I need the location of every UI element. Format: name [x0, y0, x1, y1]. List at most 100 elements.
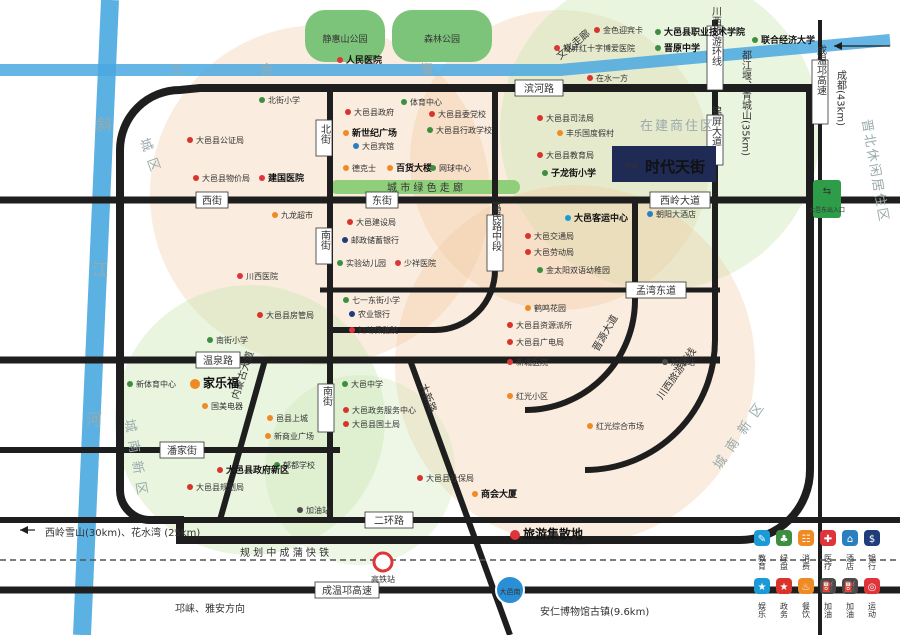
poi-hospital[interactable]: 川西医院	[237, 271, 278, 281]
poi-gov[interactable]: 大邑县资源派所	[507, 320, 572, 330]
road-label-jinjiang: 锦屏大道	[710, 105, 722, 146]
road-label-box-fumin	[486, 214, 504, 272]
poi-label: 大邑县教育局	[546, 150, 594, 160]
poi-gov[interactable]: 金色迎宾卡	[594, 25, 643, 35]
poi-hospital[interactable]: 建国医院	[259, 172, 304, 184]
poi-label: 体育中心	[410, 97, 442, 107]
poi-gov[interactable]: 大邑交通局	[525, 231, 574, 241]
school-icon	[343, 297, 349, 303]
bank-icon	[349, 311, 355, 317]
poi-food[interactable]: 德克士	[343, 163, 376, 173]
poi-gov[interactable]: 大邑县物价局	[193, 173, 250, 183]
poi-shopping[interactable]: 红光小区	[507, 391, 548, 401]
gov-icon	[525, 249, 531, 255]
travel-icon	[510, 530, 520, 540]
river-horizontal	[0, 34, 891, 76]
hospital-icon	[507, 359, 513, 365]
poi-hospital[interactable]: 人民医院	[337, 54, 382, 66]
poi-hospital[interactable]: 新城医院	[507, 357, 548, 367]
highway-badge	[495, 575, 525, 605]
poi-gov[interactable]: 大邑县司法局	[537, 113, 594, 123]
poi-shopping[interactable]: 九龙超市	[272, 210, 313, 220]
poi-shopping[interactable]: 鹤鸣花园	[525, 303, 566, 313]
gas-icon-glyph: ⛽	[822, 580, 834, 593]
poi-gov[interactable]: 大邑县委党校	[429, 109, 486, 119]
poi-school[interactable]: 南街小学	[207, 335, 248, 345]
poi-travel[interactable]: 旅游集散地	[510, 526, 583, 541]
poi-label: 大邑县社保局	[426, 473, 474, 483]
food-icon-glyph: ♨	[802, 582, 811, 593]
food-icon	[343, 165, 349, 171]
poi-gov[interactable]: 大邑县社保局	[417, 473, 474, 483]
poi-gov[interactable]: 大邑县规划局	[187, 482, 244, 492]
poi-label: 商会大厦	[481, 488, 518, 500]
gov-icon	[343, 421, 349, 427]
poi-sport[interactable]: 网球中心	[430, 163, 471, 173]
poi-gov[interactable]: 大邑县政府	[345, 107, 394, 117]
poi-sport[interactable]: 体育中心	[401, 97, 442, 107]
poi-gov[interactable]: 大邑县教育局	[537, 150, 594, 160]
poi-shopping[interactable]: 国美电器	[202, 401, 243, 411]
poi-shopping[interactable]: 商会大厦	[472, 488, 518, 500]
poi-gov[interactable]: 在水一方	[587, 73, 628, 83]
poi-gov[interactable]: 大邑县国土局	[343, 419, 400, 429]
poi-shopping[interactable]: 丰乐国度假村	[557, 128, 614, 138]
poi-shopping[interactable]: 家乐福	[190, 375, 239, 390]
poi-gas[interactable]: 加油站	[662, 357, 695, 367]
poi-school[interactable]: 实验幼儿园	[337, 258, 386, 268]
poi-label: 九龙超市	[281, 210, 313, 220]
poi-hotel[interactable]: 朝阳大酒店	[647, 209, 696, 219]
district-construction: 在建商住区	[640, 119, 715, 134]
poi-hotel[interactable]: 大邑宾馆	[353, 141, 394, 151]
poi-school[interactable]: 大邑中学	[342, 379, 383, 389]
poi-gov[interactable]: 大邑劳动局	[525, 247, 574, 257]
poi-gov[interactable]: 大邑建设局	[347, 217, 396, 227]
legend-label: 运动	[868, 602, 877, 619]
road-label-box-beijie	[315, 119, 333, 157]
direction-duijiang: 都江堰、青城山(35km)	[740, 50, 752, 156]
poi-label: 子龙街小学	[551, 167, 596, 179]
poi-shopping[interactable]: 邑县上城	[267, 414, 308, 423]
poi-gov[interactable]: 大邑县公证局	[187, 135, 244, 145]
poi-label: 邑县上城	[276, 414, 308, 423]
project-name: 时代天街	[645, 158, 705, 176]
poi-bus[interactable]: 大邑客运中心	[565, 212, 628, 224]
poi-gov[interactable]: 大邑县广电局	[507, 337, 564, 347]
poi-school[interactable]: 七一东街小学	[343, 295, 400, 305]
poi-sport[interactable]: 新体育中心	[127, 379, 176, 389]
poi-gov[interactable]: 大邑政务服务中心	[343, 405, 416, 415]
poi-school[interactable]: 大邑县行政学校	[427, 125, 492, 135]
poi-school[interactable]: 联合经济大学	[752, 34, 815, 46]
hospital-icon	[554, 45, 560, 51]
poi-school[interactable]: 大邑县职业技术学院	[655, 26, 745, 38]
poi-bank[interactable]: 邮政储蓄银行	[342, 235, 399, 245]
poi-shopping[interactable]: 红光综合市场	[587, 421, 644, 431]
legend-item: ♨餐饮	[798, 578, 814, 619]
poi-label: 网球中心	[439, 163, 471, 173]
poi-school[interactable]: 子龙街小学	[542, 167, 596, 179]
poi-gov[interactable]: 大邑县房管局	[257, 310, 314, 320]
road-label-panjia: 潘家街	[167, 444, 197, 457]
poi-hospital[interactable]: 银屏红十字博爱医院	[554, 43, 635, 53]
poi-shopping[interactable]: 百货大楼	[387, 162, 432, 174]
poi-hospital[interactable]: 少祥医院	[395, 258, 436, 268]
poi-school[interactable]: 北街小学	[259, 95, 300, 105]
poi-shopping[interactable]: 新世纪广场	[343, 127, 397, 139]
legend-item: ⌂酒店	[842, 530, 858, 571]
poi-bank[interactable]: 农业银行	[349, 309, 390, 319]
hotel-icon	[647, 211, 653, 217]
exit-badge	[813, 180, 841, 218]
poi-school[interactable]: 郁都学校	[274, 460, 315, 470]
poi-gas[interactable]: 加油站	[297, 505, 330, 515]
poi-label: 大邑县政府新区	[226, 464, 289, 476]
gov-icon	[187, 484, 193, 490]
poi-label: 大邑建设局	[356, 217, 396, 227]
poi-school[interactable]: 金太阳双语幼稚园	[537, 265, 610, 275]
shopping-icon	[587, 423, 593, 429]
poi-shopping[interactable]: 新商业广场	[265, 431, 314, 441]
project-badge[interactable]	[612, 146, 716, 182]
poi-hospital[interactable]: 妇幼保健院	[349, 325, 398, 335]
poi-gov[interactable]: 大邑县政府新区	[217, 464, 289, 476]
poi-school[interactable]: 晋原中学	[655, 42, 700, 54]
